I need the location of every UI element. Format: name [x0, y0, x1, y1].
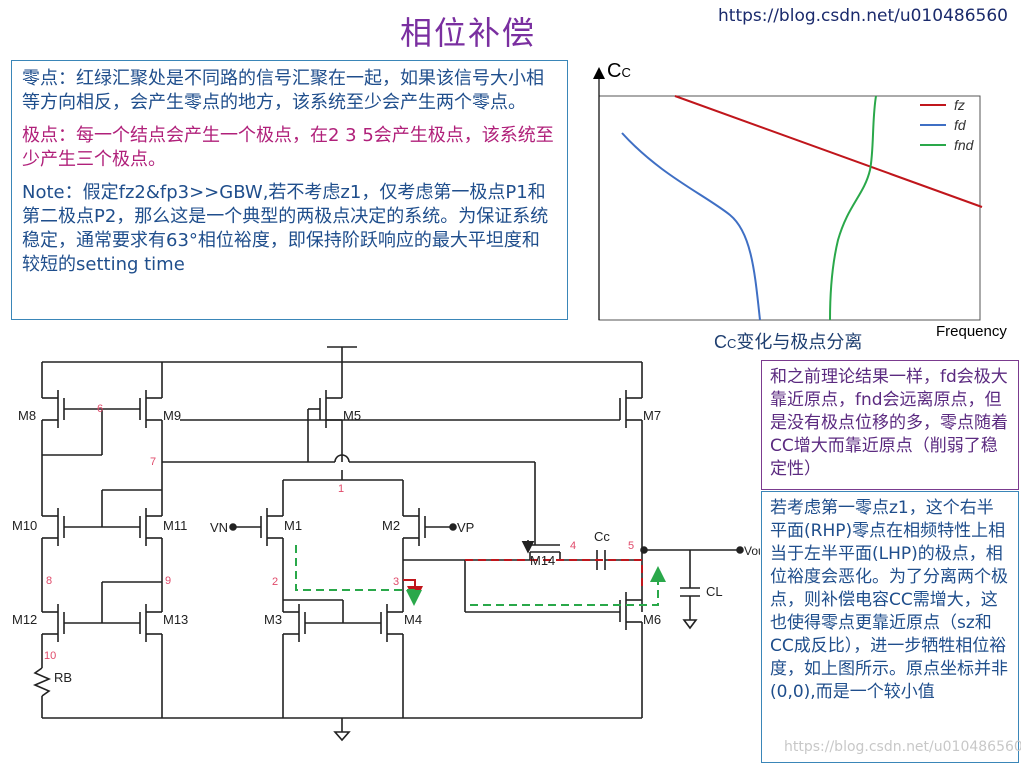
label-cc: Cc — [594, 529, 610, 544]
zero-explanation: 零点：红绿汇聚处是不同路的信号汇聚在一起，如果该信号大小相等方向相反，会产生零点… — [22, 68, 544, 113]
node-2: 2 — [272, 576, 278, 588]
x-axis-label: Frequency — [936, 323, 1007, 340]
label-vp: VP — [457, 520, 474, 535]
label-vn: VN — [210, 520, 228, 535]
page-title: 相位补偿 — [400, 14, 537, 52]
fd-curve — [621, 132, 761, 321]
label-m14: M14 — [530, 553, 555, 568]
note-explanation: Note：假定fz2&fp3>>GBW,若不考虑z1，仅考虑第一极点P1和第二极… — [22, 182, 549, 275]
chart-frame — [598, 95, 981, 321]
pole-explanation: 极点：每一个结点会产生一个极点，在2 3 5会产生极点，该系统至少产生三个极点。 — [22, 125, 554, 170]
node-1: 1 — [338, 483, 344, 495]
node-6: 6 — [97, 403, 103, 415]
label-m4: M4 — [404, 612, 422, 627]
label-vout: Vout — [744, 544, 760, 558]
node-4: 4 — [570, 540, 576, 552]
label-rb: RB — [54, 670, 72, 685]
label-m3: M3 — [264, 612, 282, 627]
legend-fz: fz — [954, 97, 965, 113]
circuit-schematic: M8 M9 M5 M7 M10 M11 M1 M2 M14 M12 M13 M3… — [12, 346, 760, 742]
chart-caption: CC变化与极点分离 — [714, 332, 862, 352]
label-m12: M12 — [12, 612, 37, 627]
label-m13: M13 — [163, 612, 188, 627]
rhp-zero-box: 若考虑第一零点z1，这个右半平面(RHP)零点在相频特性上相当于左半平面(LHP… — [761, 491, 1019, 763]
label-m8: M8 — [18, 408, 36, 423]
legend-fnd: fnd — [954, 137, 975, 153]
fz-line — [674, 95, 983, 208]
label-m2: M2 — [382, 518, 400, 533]
label-m1: M1 — [284, 518, 302, 533]
fnd-curve — [829, 95, 877, 321]
result-box: 和之前理论结果一样，fd会极大靠近原点，fnd会远离原点，但是没有极点位移的多，… — [761, 360, 1019, 490]
label-m11: M11 — [163, 518, 187, 533]
node-5: 5 — [628, 540, 634, 552]
pole-split-chart: CC fz fd fnd Frequency CC变化与极点分离 — [593, 60, 1007, 352]
label-cl: CL — [706, 584, 723, 599]
source-url: https://blog.csdn.net/u010486560 — [718, 6, 1008, 26]
label-m9: M9 — [163, 408, 181, 423]
explanation-box: 零点：红绿汇聚处是不同路的信号汇聚在一起，如果该信号大小相等方向相反，会产生零点… — [11, 60, 568, 320]
label-m5: M5 — [343, 408, 361, 423]
watermark: https://blog.csdn.net/u010486560 — [784, 739, 1021, 755]
node-3: 3 — [393, 576, 399, 588]
label-m10: M10 — [12, 518, 37, 533]
label-m7: M7 — [643, 408, 661, 423]
label-m6: M6 — [643, 612, 661, 627]
y-axis-label: CC — [607, 60, 631, 82]
node-9: 9 — [165, 575, 171, 587]
node-8: 8 — [46, 575, 52, 587]
legend-fd: fd — [954, 117, 967, 133]
node-7: 7 — [150, 456, 156, 468]
node-10: 10 — [44, 650, 56, 662]
